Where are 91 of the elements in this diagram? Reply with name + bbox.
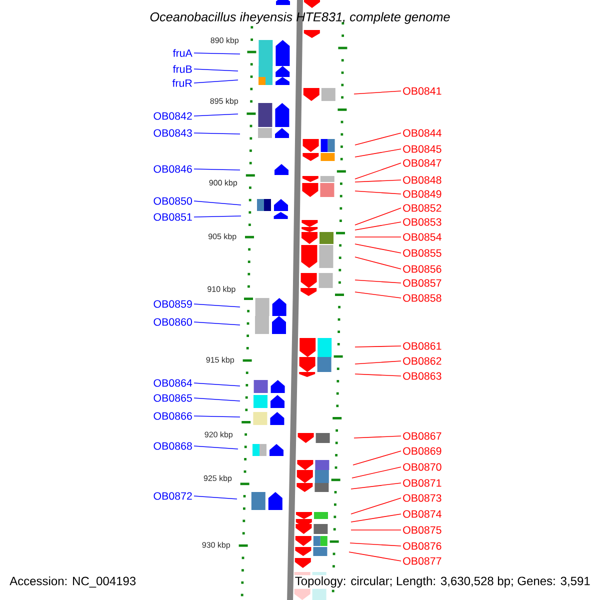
gene-label: OB0850 <box>154 197 192 205</box>
gene-label: OB0873 <box>403 494 442 502</box>
gene-label: OB0851 <box>154 213 192 221</box>
leader-line <box>194 68 238 72</box>
leader-line <box>194 132 240 134</box>
gene-label: OB0867 <box>403 432 442 440</box>
gene-label: OB0863 <box>403 372 442 380</box>
scale-label: 930 kbp <box>201 541 232 550</box>
leader-line <box>354 180 402 182</box>
leader-line <box>194 168 240 170</box>
leader-line <box>194 382 240 386</box>
leader-line <box>350 482 402 490</box>
leader-line <box>194 52 240 54</box>
scale-label: 905 kbp <box>207 232 238 242</box>
gene-label: OB0845 <box>403 145 442 153</box>
leader-line <box>354 236 402 238</box>
leader-line <box>354 244 402 254</box>
leader-line <box>194 114 238 116</box>
leader-line <box>354 436 402 438</box>
gene-label: OB0862 <box>403 357 442 365</box>
leader-line <box>194 216 242 218</box>
gene-label: OB0855 <box>403 249 442 257</box>
gene-label: OB0856 <box>403 265 442 273</box>
genome-info-text: Topology: circular; Length: 3,630,528 bp; Genes: 3,591 <box>294 575 592 589</box>
scale-label: 915 kbp <box>205 356 236 365</box>
gene-label: OB0843 <box>154 129 192 137</box>
leader-line <box>354 222 402 230</box>
gene-label: OB0848 <box>403 176 442 184</box>
leader-line <box>194 304 240 308</box>
gene-label: OB0846 <box>154 165 192 173</box>
leader-line <box>350 514 402 522</box>
leader-line <box>352 450 402 466</box>
leader-line <box>194 496 238 500</box>
scale-label: 920 kbp <box>204 430 234 440</box>
accession-text: Accession: NC_004193 <box>8 575 138 589</box>
leader-line <box>194 322 240 326</box>
gene-label: OB0849 <box>403 190 442 198</box>
leader-line <box>348 552 402 562</box>
gene-label: OB0853 <box>403 218 442 226</box>
gene-label: fruR <box>172 79 192 87</box>
leader-line <box>354 162 402 180</box>
gene-label: OB0875 <box>403 526 442 534</box>
leader-line <box>354 90 402 94</box>
leader-line <box>194 398 240 402</box>
gene-label: OB0857 <box>403 279 442 287</box>
gene-label: OB0859 <box>154 300 192 308</box>
leader-line <box>354 132 402 146</box>
scale-label: 895 kbp <box>209 97 240 106</box>
leader-line <box>354 148 402 158</box>
leader-line <box>354 256 402 270</box>
gene-label: OB0861 <box>403 342 442 350</box>
leader-line <box>354 374 402 376</box>
map-title: Oceanobacillus iheyensis HTE831, complete genome <box>150 12 450 24</box>
gene-label: OB0877 <box>403 557 442 565</box>
gene-label: OB0865 <box>154 394 192 402</box>
leader-line <box>194 200 242 206</box>
leader-line <box>354 292 402 298</box>
gene-label: OB0854 <box>403 233 442 241</box>
gene-label: OB0858 <box>403 294 442 302</box>
leader-line <box>354 190 402 194</box>
scale-label: 925 kbp <box>202 474 233 484</box>
gene-label: OB0871 <box>403 479 442 487</box>
gene-label: OB0872 <box>154 492 192 500</box>
gene-label: OB0847 <box>403 159 442 167</box>
gene-label: OB0852 <box>403 204 442 212</box>
scale-label: 890 kbp <box>210 36 240 46</box>
leader-line <box>350 542 402 546</box>
gene-label: OB0860 <box>154 318 192 326</box>
leader-line <box>354 360 402 364</box>
gene-label: OB0870 <box>403 463 442 471</box>
leader-line <box>352 466 402 478</box>
gene-label: OB0864 <box>154 379 192 387</box>
gene-label: OB0869 <box>403 447 442 455</box>
gene-label: OB0844 <box>403 129 442 137</box>
gene-label: fruA <box>172 49 192 57</box>
gene-label: OB0876 <box>403 542 442 550</box>
gene-label: OB0841 <box>403 87 442 95</box>
gene-label: OB0868 <box>154 442 192 450</box>
leader-line <box>354 346 402 348</box>
scale-label: 900 kbp <box>208 179 238 188</box>
gene-label: OB0842 <box>154 112 192 120</box>
leader-line <box>350 498 402 514</box>
leader-line <box>194 416 240 418</box>
leader-line <box>354 208 402 226</box>
leader-line <box>194 446 238 450</box>
gene-label: OB0866 <box>154 412 192 420</box>
gene-label: fruB <box>172 65 192 73</box>
leader-line <box>194 80 238 84</box>
leader-line <box>354 280 402 284</box>
scale-label: 910 kbp <box>206 285 236 294</box>
gene-label: OB0874 <box>403 510 442 518</box>
